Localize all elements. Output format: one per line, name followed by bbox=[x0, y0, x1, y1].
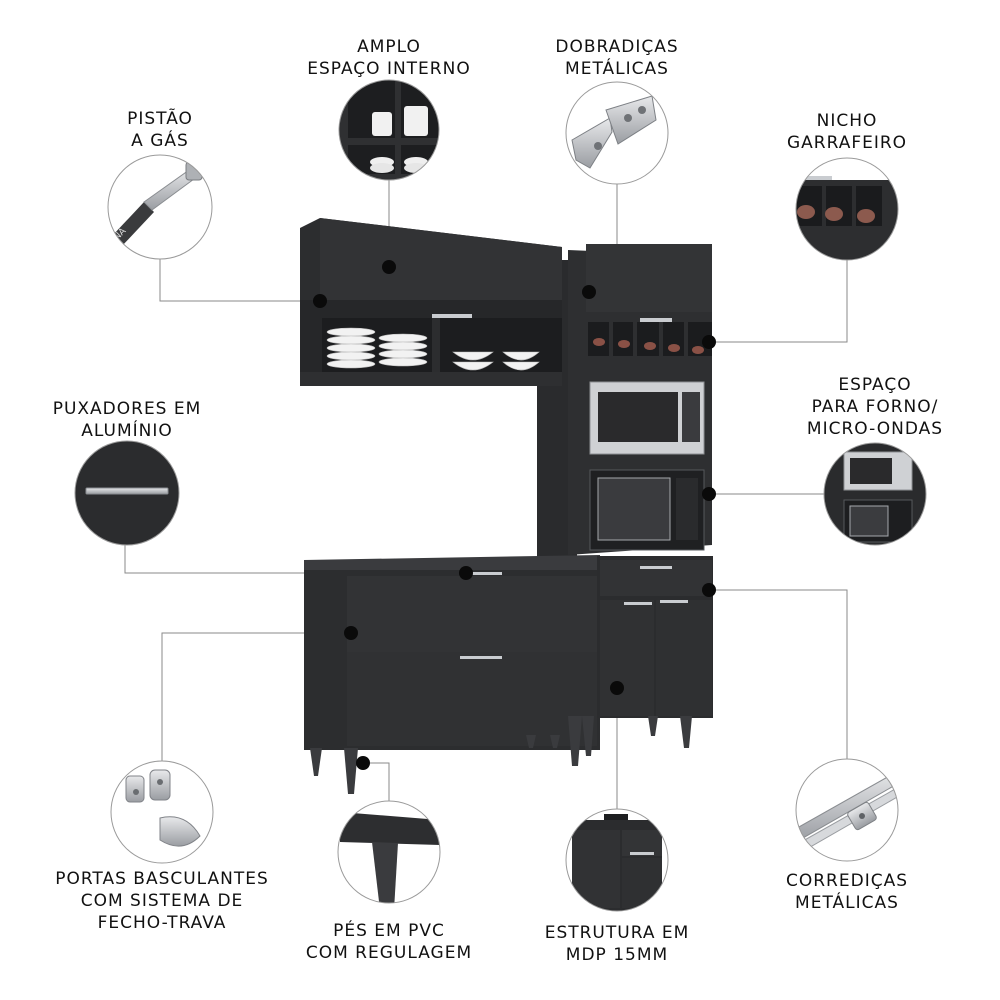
gas-piston-icon: NA bbox=[107, 154, 213, 260]
label-portas-basculantes: PORTAS BASCULANTES COM SISTEMA DE FECHO-… bbox=[55, 869, 269, 933]
right-drawer bbox=[600, 560, 712, 596]
leader-line-portas bbox=[161, 632, 351, 761]
dot-dobradicas bbox=[582, 285, 596, 299]
label-amplo-espaco-interno: AMPLO ESPAÇO INTERNO bbox=[307, 37, 471, 79]
kitchen-cabinet bbox=[300, 218, 713, 794]
leader-line-pes bbox=[370, 762, 390, 801]
dot-portas bbox=[344, 626, 358, 640]
lower-bottom-door bbox=[347, 652, 597, 746]
label-pes-em-pvc: PÉS EM PVC COM REGULAGEM bbox=[305, 921, 473, 963]
leader-line-nicho bbox=[709, 260, 848, 343]
right-door-right bbox=[656, 600, 712, 716]
lower-handle-1 bbox=[460, 572, 502, 575]
lower-upper-door bbox=[347, 576, 597, 660]
label-dobradicas-metalicas: DOBRADIÇAS METÁLICAS bbox=[555, 37, 679, 79]
microwave-icon bbox=[823, 442, 927, 546]
wine-rack-icon bbox=[795, 157, 899, 261]
label-espaco-forno-micro-ondas: ESPAÇO PARA FORNO/ MICRO-ONDAS bbox=[806, 375, 944, 439]
pvc-foot-icon bbox=[337, 800, 441, 904]
countertop bbox=[304, 555, 600, 570]
label-estrutura-em-mdp: ESTRUTURA EM MDP 15MM bbox=[544, 923, 690, 965]
tower-top-handle bbox=[640, 318, 672, 322]
label-corredicas-metalicas: CORREDIÇAS METÁLICAS bbox=[785, 871, 908, 913]
upper-cabinet-left bbox=[300, 218, 562, 386]
wine-niche bbox=[588, 322, 712, 356]
aluminum-handle-icon bbox=[74, 440, 180, 546]
stacked-plates bbox=[326, 327, 540, 371]
tower-cabinet bbox=[568, 244, 712, 555]
metal-hinge-icon bbox=[565, 81, 669, 185]
lower-cabinet-right bbox=[568, 556, 713, 766]
dot-forno bbox=[702, 487, 716, 501]
dot-amplo bbox=[382, 260, 396, 274]
leader-line-pistao bbox=[159, 259, 320, 302]
latch-mechanism-icon bbox=[110, 760, 214, 864]
label-pistao-a-gas: PISTÃO A GÁS bbox=[127, 109, 193, 151]
label-nicho-garrafeiro: NICHO GARRAFEIRO bbox=[786, 111, 908, 153]
upper-handle bbox=[432, 314, 472, 318]
lower-handle-2 bbox=[460, 656, 502, 659]
metal-slide-icon bbox=[795, 758, 899, 862]
dot-puxadores bbox=[459, 566, 473, 580]
dot-estrutura bbox=[610, 681, 624, 695]
label-puxadores-em-aluminio: PUXADORES EM ALUMÍNIO bbox=[52, 399, 202, 441]
dot-pes bbox=[356, 756, 370, 770]
leader-lines bbox=[124, 180, 848, 809]
microwave-top bbox=[589, 381, 705, 455]
upper-divider bbox=[432, 318, 440, 378]
dot-corredicas bbox=[702, 583, 716, 597]
lower-cabinet-left bbox=[304, 555, 600, 794]
mdp-structure-icon bbox=[565, 808, 669, 912]
dot-pistao bbox=[313, 294, 327, 308]
leader-line-corredicas bbox=[709, 589, 848, 759]
right-door-left bbox=[600, 600, 654, 716]
callout-dots bbox=[313, 260, 716, 770]
dot-nicho bbox=[702, 335, 716, 349]
interior-shelves-icon bbox=[338, 79, 440, 181]
microwave-bottom bbox=[589, 469, 705, 551]
tower-top-door bbox=[586, 244, 712, 312]
